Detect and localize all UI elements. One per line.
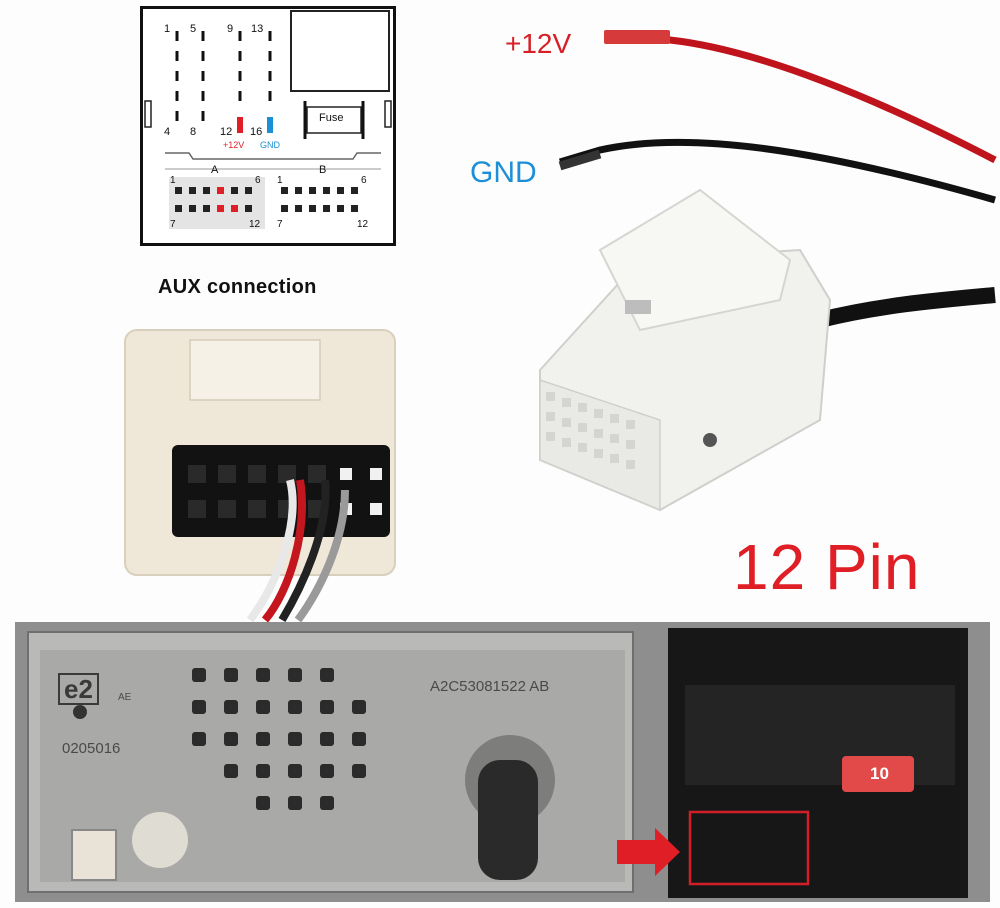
pin-12v-marker <box>237 117 243 133</box>
block-b-pin-12: 12 <box>357 219 369 230</box>
pin-9-label: 9 <box>227 23 234 35</box>
radio-serial: A2C53081522 AB <box>430 678 550 695</box>
fuse-10 <box>842 756 914 792</box>
aux-connector-photo <box>124 329 396 623</box>
fuse-label: Fuse <box>319 112 344 124</box>
cable <box>818 287 996 328</box>
block-a-pin-7: 7 <box>170 219 176 230</box>
pinout-drawing <box>144 10 392 229</box>
red-arrow <box>617 828 680 876</box>
block-b-pin-7: 7 <box>277 219 283 230</box>
radio-logo: e2 <box>58 673 99 705</box>
pin-count-label: 12 Pin <box>733 531 921 603</box>
radio-code: 0205016 <box>62 740 121 757</box>
pin-5-label: 5 <box>190 23 197 35</box>
red-wire <box>605 34 997 164</box>
block-a-pin-1: 1 <box>170 175 176 186</box>
wire-12v-label: +12V <box>505 28 572 59</box>
pin-4-label: 4 <box>164 126 171 138</box>
block-a-pin-6: 6 <box>255 175 261 186</box>
pin-16-label: 16 <box>250 126 263 138</box>
pin-gnd-label: GND <box>260 140 280 150</box>
block-b-label: B <box>319 164 327 176</box>
wire-gnd-label: GND <box>470 156 537 189</box>
highlight-box <box>688 810 810 886</box>
pin-12-label: 12 <box>220 126 233 138</box>
block-a-label: A <box>211 164 219 176</box>
pin-1-label: 1 <box>164 23 171 35</box>
aux-connection-caption: AUX connection <box>158 276 317 298</box>
black-wire <box>558 138 996 204</box>
fuse-value: 10 <box>870 764 889 783</box>
radio-unit-photo <box>15 622 990 902</box>
pin-gnd-marker <box>267 117 273 133</box>
white-plug <box>539 188 832 512</box>
pin-13-label: 13 <box>251 23 264 35</box>
pin-12v-label: +12V <box>223 140 245 150</box>
block-a-pin-12: 12 <box>249 219 261 230</box>
pin-8-label: 8 <box>190 126 197 138</box>
radio-logo-suffix: AE <box>118 692 132 703</box>
red-wire-tip <box>604 30 670 44</box>
block-b-pin-1: 1 <box>277 175 283 186</box>
pinout-diagram: 1 5 9 13 4 8 12 16 +12V GND Fuse A B 1 6… <box>140 6 396 246</box>
block-b-pin-6: 6 <box>361 175 367 186</box>
